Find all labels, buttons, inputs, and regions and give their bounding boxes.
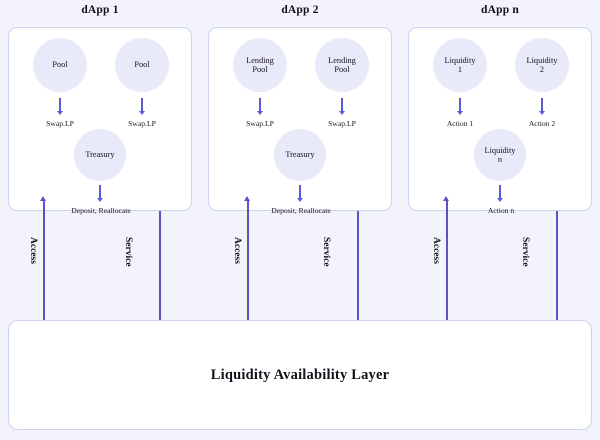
node-label-line2: 1 (457, 65, 463, 74)
arrow-treasury-1-to-deposit (95, 185, 105, 203)
node-label-line2: Pool (334, 65, 350, 74)
edge-label-swaplp-2a: Swap.LP (246, 119, 274, 128)
dapp-title-1: dApp 1 (81, 4, 119, 16)
edge-label-action-2: Action 2 (528, 119, 556, 128)
connector-service-n-line (556, 211, 558, 329)
edge-label-action-1: Action 1 (446, 119, 474, 128)
arrow-liquidity-2-to-action (537, 98, 547, 116)
dapp-panel-n: Liquidity 1 Action 1 Liquidity 2 Action … (408, 27, 592, 215)
node-label: Pool (52, 60, 68, 70)
edge-label-deposit-1: Deposit, Reallocate (71, 206, 131, 215)
node-label-line2: n (497, 155, 503, 164)
node-liquidity-n: Liquidity n (474, 129, 526, 181)
node-treasury-2: Treasury (274, 129, 326, 181)
connector-access-1-arrowhead-icon (40, 196, 46, 201)
arrow-lending-2b-to-swap (337, 98, 347, 116)
connector-service-n-label: Service (520, 237, 530, 267)
node-label: Treasury (85, 150, 115, 160)
edge-label-swaplp-2b: Swap.LP (328, 119, 356, 128)
connector-access-n-line (446, 201, 448, 336)
connector-access-2-label: Access (232, 237, 242, 264)
node-label: Pool (134, 60, 150, 70)
connector-service-2-label: Service (321, 237, 331, 267)
arrow-liquidity-n-to-action (495, 185, 505, 203)
edge-label-deposit-2: Deposit, Reallocate (271, 206, 331, 215)
arrow-lending-2a-to-swap (255, 98, 265, 116)
node-lending-pool-2b: Lending Pool (315, 38, 369, 92)
node-label-line1: Liquidity (444, 55, 476, 65)
connector-service-2-line (357, 211, 359, 329)
edge-label-swaplp-1b: Swap.LP (128, 119, 156, 128)
node-label-line1: Liquidity (526, 55, 558, 65)
node-liquidity-1: Liquidity 1 (433, 38, 487, 92)
connector-access-2-line (247, 201, 249, 336)
node-treasury-1: Treasury (74, 129, 126, 181)
dapp-title-2: dApp 2 (281, 4, 319, 16)
node-label-line2: Pool (252, 65, 268, 74)
dapp-title-n: dApp n (481, 4, 519, 16)
arrow-liquidity-1-to-action (455, 98, 465, 116)
node-label-line1: Lending (328, 55, 356, 65)
connector-service-1-line (159, 211, 161, 329)
connector-service-1-label: Service (123, 237, 133, 267)
arrow-pool-1b-to-swap (137, 98, 147, 116)
arrow-treasury-2-to-deposit (295, 185, 305, 203)
connector-access-2-arrowhead-icon (244, 196, 250, 201)
edge-label-swaplp-1a: Swap.LP (46, 119, 74, 128)
dapp-panel-2: Lending Pool Swap.LP Lending Pool Swap.L… (208, 27, 392, 215)
node-label: Treasury (285, 150, 315, 160)
arrow-pool-1a-to-swap (55, 98, 65, 116)
connector-access-n-label: Access (431, 237, 441, 264)
node-pool-1a: Pool (33, 38, 87, 92)
connector-access-1-line (43, 201, 45, 336)
edge-label-action-n: Action n (487, 206, 515, 215)
node-label-line1: Lending (246, 55, 274, 65)
node-liquidity-2: Liquidity 2 (515, 38, 569, 92)
liquidity-availability-layer-panel: Liquidity Availability Layer (8, 320, 592, 430)
node-label-line1: Liquidity (484, 145, 516, 155)
node-pool-1b: Pool (115, 38, 169, 92)
connector-access-n-arrowhead-icon (443, 196, 449, 201)
dapp-panel-1: Pool Swap.LP Pool Swap.LP Treasury Depos… (8, 27, 192, 215)
connector-access-1-label: Access (28, 237, 38, 264)
liquidity-availability-layer-title: Liquidity Availability Layer (210, 366, 390, 383)
node-label-line2: 2 (539, 65, 545, 74)
node-lending-pool-2a: Lending Pool (233, 38, 287, 92)
